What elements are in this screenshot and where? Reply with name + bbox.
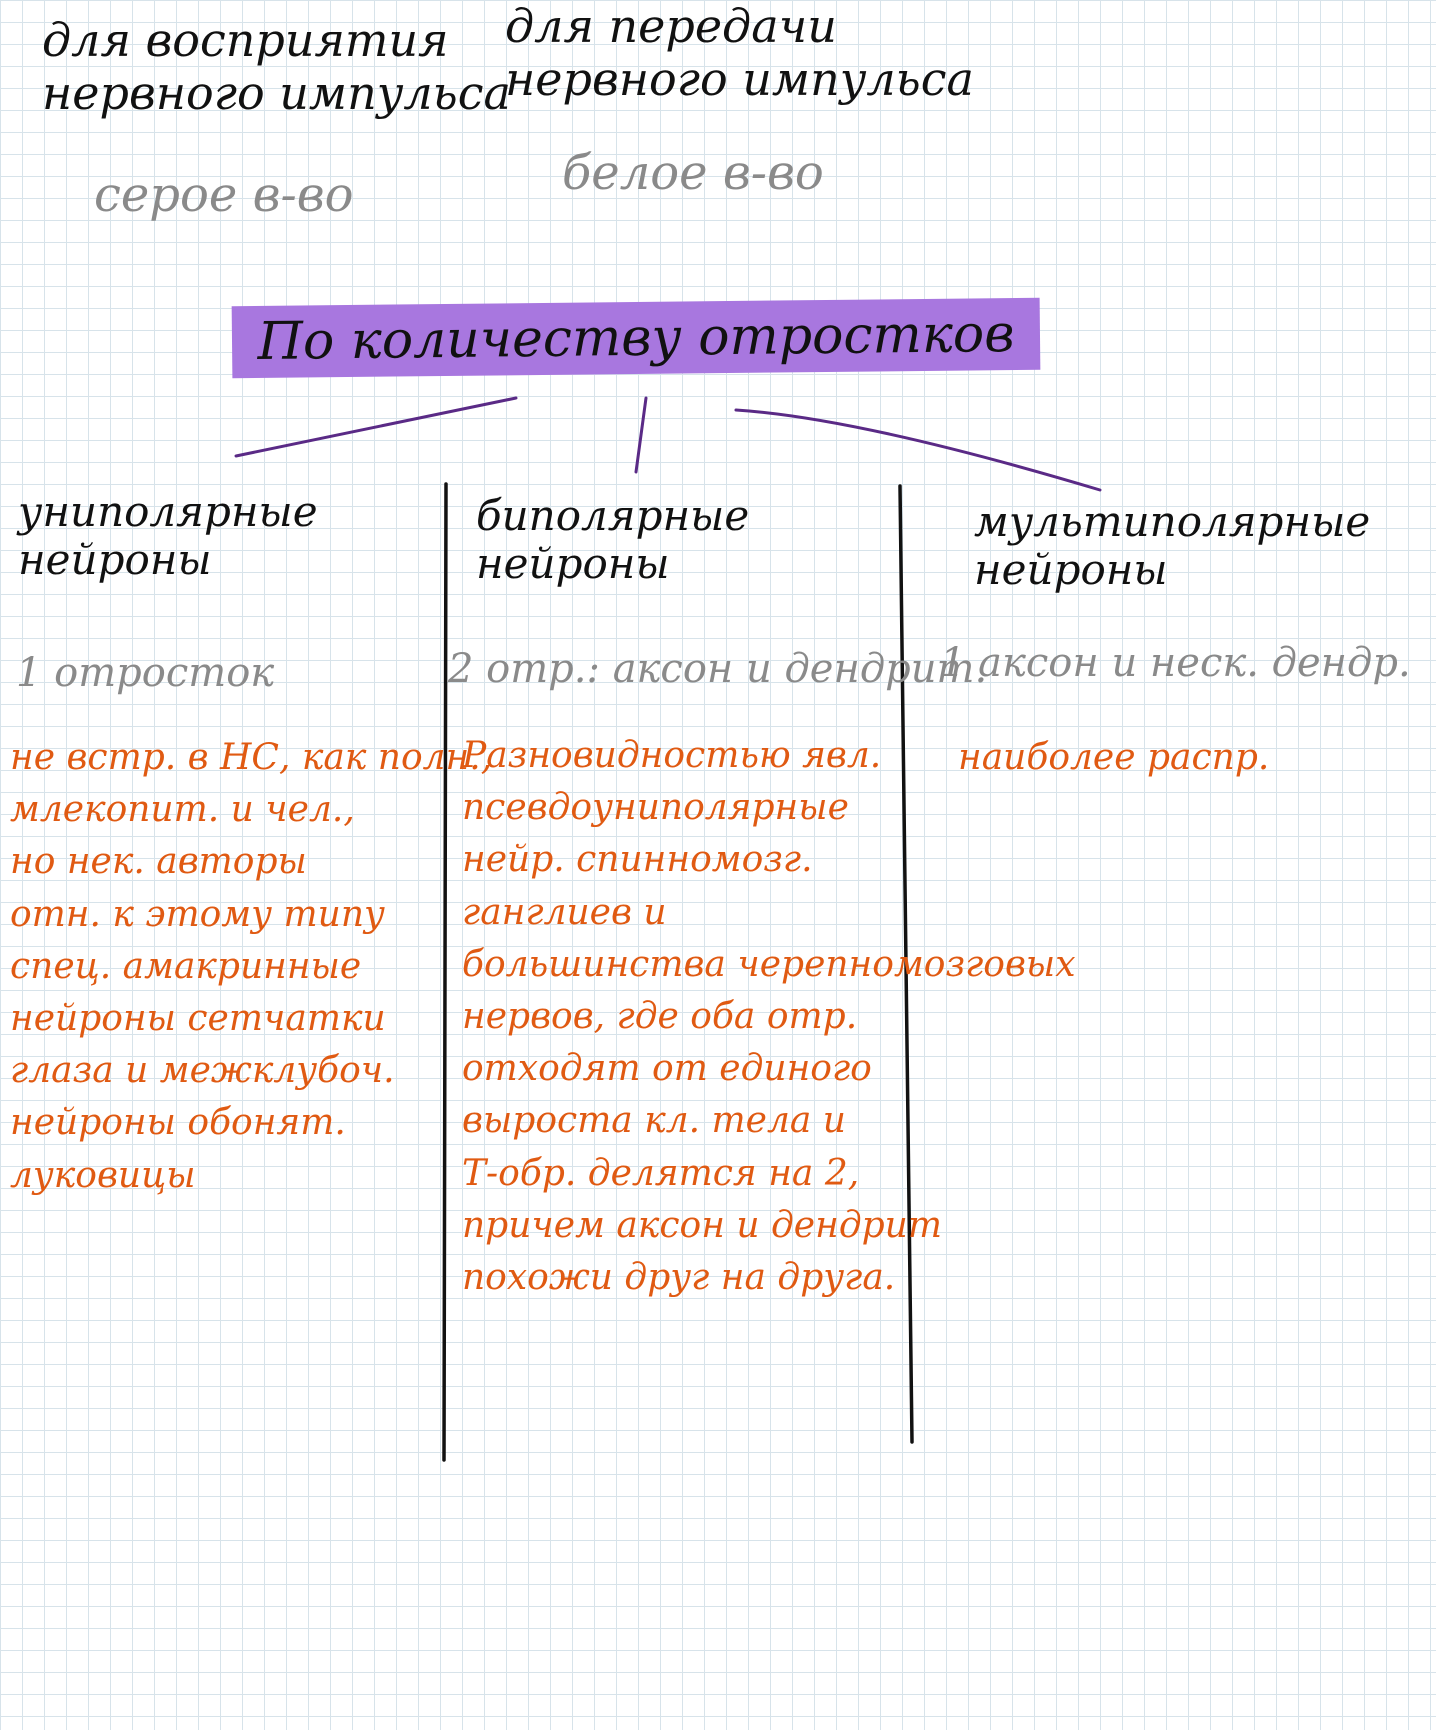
headline-highlight: По количеству отростков [231,297,1041,379]
bipolar-title: биполярные нейроны [476,491,750,589]
note-line: Т-обр. делятся на 2, [462,1152,860,1194]
note-line: выроста кл. тела и [462,1100,846,1142]
note-line: ганглиев и [462,891,667,933]
top-right-title-line: нервного импульса [505,51,974,106]
note-line: не встр. в НС, как полн., [10,737,493,778]
unipolar-title-line: нейроны [18,535,212,585]
note-line: нейроны обонят. [10,1102,346,1144]
bipolar-title-line: нейроны [476,539,670,589]
connector-middle [634,396,648,474]
note-line: нейроны сетчатки [10,997,386,1039]
headline-text: По количеству отростков [257,304,1015,372]
note-line: спец. амакринные [10,945,362,987]
top-right-title: для передачи нервного импульса [505,0,974,106]
note-line: Разновидностью явл. [462,735,882,776]
unipolar-title-line: униполярные [18,487,318,536]
multipolar-subtitle: 1 аксон и неск. дендр. [940,640,1411,686]
bipolar-notes: Разновидностью явл. псевдоуниполярные не… [462,730,1076,1304]
bipolar-title-line: биполярные [476,491,750,540]
bipolar-subtitle: 2 отр.: аксон и дендрит. [448,646,988,692]
grey-matter-note: серое в-во [94,167,354,223]
white-matter-note: белое в-во [562,145,824,201]
unipolar-title: униполярные нейроны [18,487,318,585]
top-right-title-line: для передачи [505,0,837,53]
multipolar-notes: наиболее распр. [958,732,1269,784]
note-line: наиболее распр. [958,737,1270,778]
note-line: нервов, где оба отр. [462,995,858,1037]
top-left-title-line: нервного импульса [42,65,511,120]
note-line: луковицы [10,1154,196,1196]
multipolar-title-line: мультиполярные [974,497,1371,546]
note-line: глаза и межклубоч. [10,1050,395,1092]
top-left-title-line: для восприятия [42,13,449,67]
note-line: млекопит. и чел., [10,789,355,831]
top-left-title: для восприятия нервного импульса [42,14,511,120]
note-line: нейр. спинномозг. [462,839,813,881]
unipolar-subtitle: 1 отросток [16,650,275,696]
unipolar-notes: не встр. в НС, как полн., млекопит. и че… [10,732,492,1202]
note-line: причем аксон и дендрит [462,1204,943,1246]
connector-right [734,408,1102,492]
multipolar-title: мультиполярные нейроны [974,497,1371,595]
note-line: отн. к этому типу [10,893,385,935]
note-line: похожи друг на друга. [462,1256,896,1298]
connector-left [234,396,518,458]
note-line: большинства черепномозговых [462,943,1076,985]
note-line: псевдоуниполярные [462,787,849,829]
note-line: отходят от единого [462,1048,872,1090]
multipolar-title-line: нейроны [974,545,1168,595]
note-line: но нек. авторы [10,841,307,883]
